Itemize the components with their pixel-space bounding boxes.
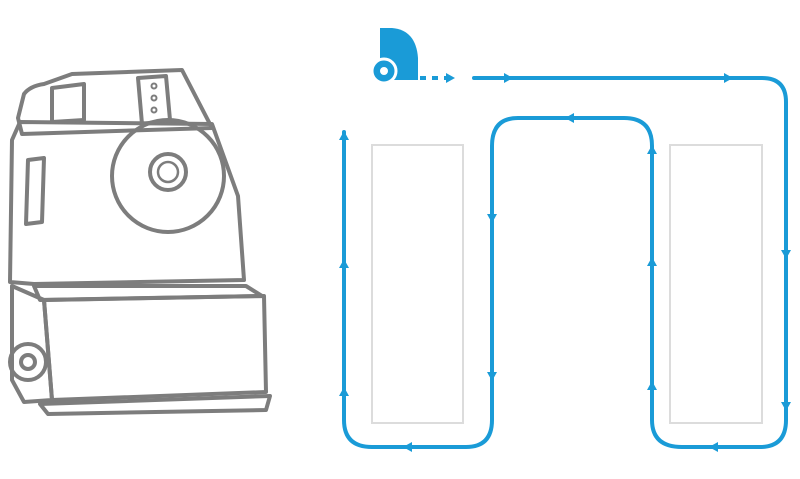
arrow-up-5	[339, 259, 349, 268]
robot-control-button-3	[150, 106, 158, 114]
arrow-down-4	[487, 372, 497, 381]
arrow-left-1	[709, 442, 718, 452]
robot-control-button-1	[150, 82, 158, 90]
arrow-up-1	[647, 381, 657, 390]
arrow-left-2	[565, 113, 574, 123]
floor-scrubber-robot-icon	[8, 68, 272, 416]
arrow-up-2	[647, 257, 657, 266]
robot-skirt	[38, 394, 272, 416]
arrow-down-1	[781, 250, 791, 259]
arrow-right-1	[504, 73, 513, 83]
cleaning-path	[342, 76, 788, 449]
start-arrow	[446, 73, 455, 83]
robot-side-slot	[24, 156, 46, 226]
robot-window	[50, 82, 86, 124]
obstacle-left	[371, 144, 464, 424]
arrow-down-2	[781, 402, 791, 411]
arrow-left-3	[403, 442, 412, 452]
path-top-edge	[342, 76, 788, 449]
robot-side-panel	[110, 118, 226, 234]
arrow-down-3	[487, 214, 497, 223]
robot-wheel	[8, 342, 48, 382]
obstacle-group	[371, 144, 763, 424]
arrow-up-3	[647, 145, 657, 154]
arrow-up-4	[339, 387, 349, 396]
arrow-right-2	[724, 73, 733, 83]
path-direction-arrows	[339, 73, 791, 452]
robot-wheel-hub	[19, 353, 37, 371]
robot-side-panel-hub-inner	[156, 160, 180, 184]
obstacle-right	[669, 144, 763, 424]
robot-body	[8, 120, 246, 286]
robot-top-housing	[16, 68, 214, 136]
arrow-up-6	[339, 131, 349, 140]
start-marker-wheel-hub	[380, 67, 388, 75]
robot-lower-tank	[42, 294, 268, 402]
robot-control-button-2	[150, 94, 158, 102]
robot-start-marker-icon	[370, 28, 418, 85]
robot-side-panel-hub	[148, 152, 188, 192]
